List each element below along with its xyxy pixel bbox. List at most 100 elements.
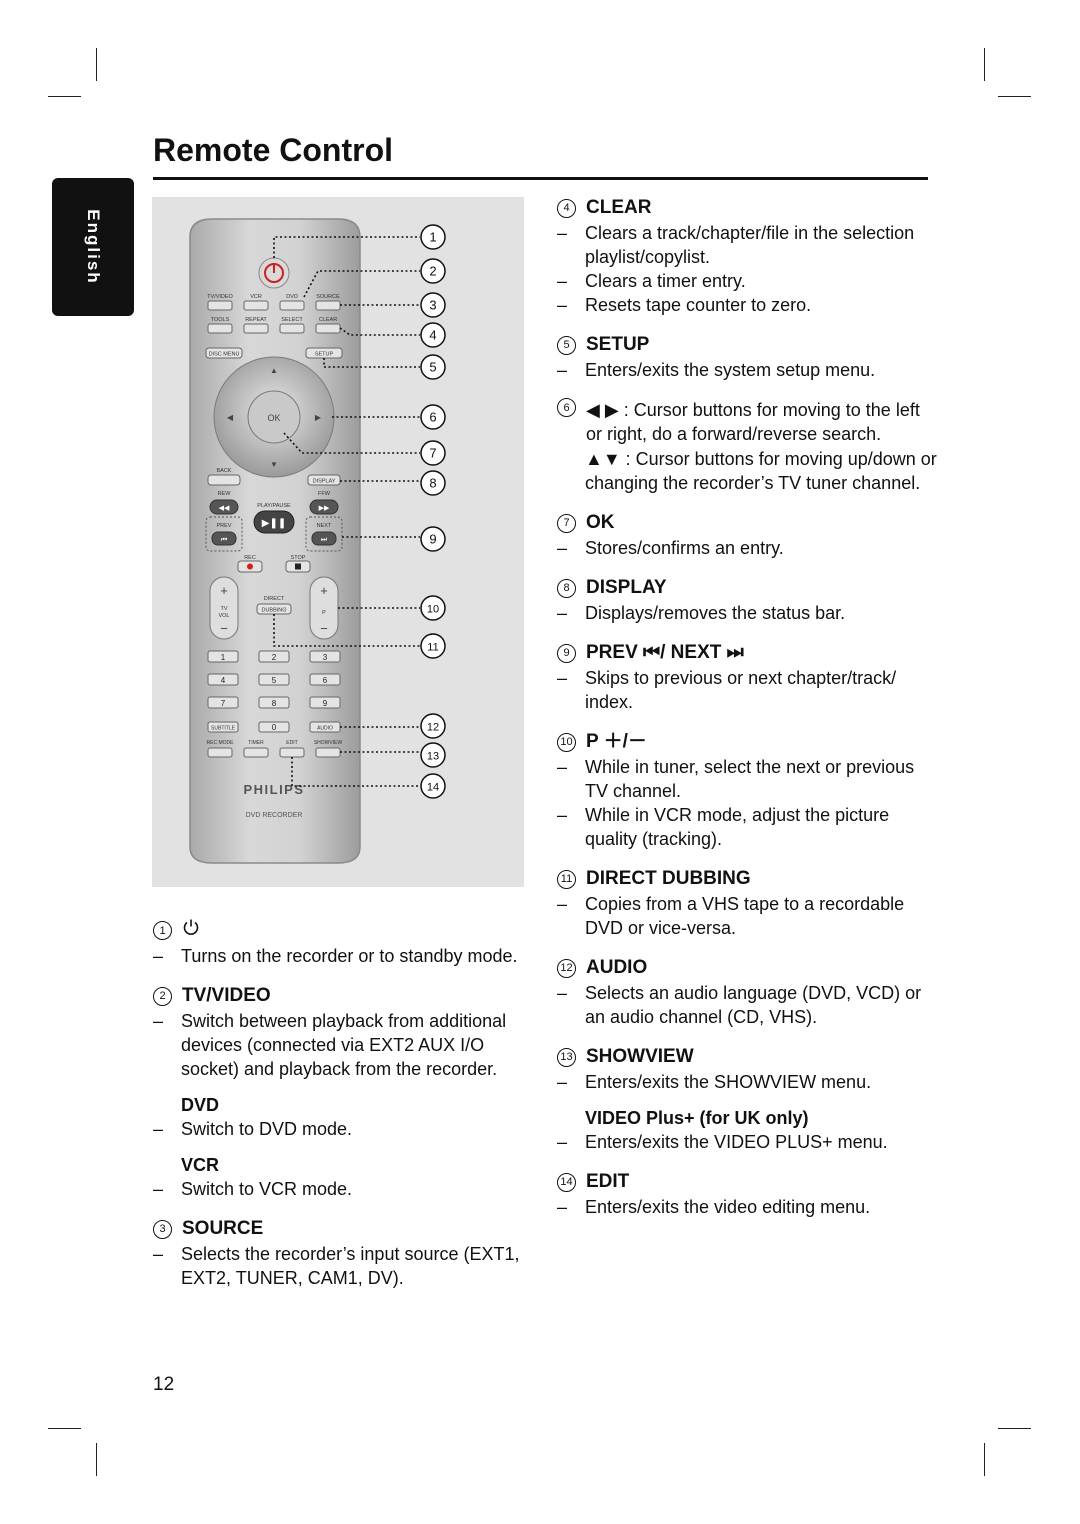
digit-9-button	[309, 696, 341, 709]
page-title: Remote Control	[153, 132, 393, 168]
description-line: Switch to DVD mode.	[153, 1117, 525, 1141]
number-keypad: 1 2 3 4 5 6 7 8 9 SUBTITLE 0 AUDIO	[207, 650, 341, 733]
power-icon	[182, 918, 200, 943]
function-heading: 1	[153, 918, 525, 943]
svg-text:7: 7	[221, 699, 226, 708]
sub-heading: DVD	[181, 1095, 220, 1115]
callout-6: 6	[420, 404, 446, 430]
remote-label-edit: EDIT	[286, 740, 297, 746]
function-title: PREV ⏮/ NEXT ⏭	[586, 642, 744, 663]
description-line: While in VCR mode, adjust the picture qu…	[557, 803, 937, 851]
callout-numbers: 1 2 3 4 5 6 7 8 9 10 11 12 13 14	[420, 224, 446, 799]
model-label: DVD RECORDER	[246, 812, 303, 819]
description-line: Clears a track/chapter/file in the selec…	[557, 221, 937, 269]
description-line: While in tuner, select the next or previ…	[557, 755, 937, 803]
digit-3-button	[309, 650, 341, 663]
repeat-button	[243, 323, 269, 334]
remote-label-stop: STOP	[291, 555, 306, 561]
function-number: 12	[557, 958, 576, 978]
remote-label-rec: REC	[244, 555, 256, 561]
function-title: SETUP	[586, 334, 650, 355]
function-title: DISPLAY	[586, 577, 667, 598]
callout-2: 2	[420, 258, 446, 284]
vcr-button	[243, 300, 269, 311]
function-item: 6◀ ▶ : Cursor buttons for moving to the …	[557, 398, 937, 495]
callout-3: 3	[420, 292, 446, 318]
svg-text:7: 7	[429, 446, 436, 461]
language-label: English	[84, 209, 103, 285]
description-line: Turns on the recorder or to standby mode…	[153, 944, 525, 968]
remote-label-rew: REW	[218, 491, 232, 497]
svg-text:9: 9	[323, 699, 328, 708]
page-number: 12	[153, 1374, 175, 1395]
callout-leaders	[273, 236, 420, 787]
remote-label-ffw: FFW	[318, 491, 331, 497]
remote-label-select: SELECT	[281, 317, 303, 323]
remote-label-direct: DIRECT	[264, 596, 285, 602]
remote-label-vol: VOL	[218, 613, 229, 619]
cursor-left-icon: ◀	[227, 413, 234, 422]
description-line: Selects the recorder’s input source (EXT…	[153, 1242, 525, 1290]
cursor-down-icon: ▼	[270, 460, 278, 469]
description-line: Skips to previous or next chapter/track/…	[557, 666, 937, 714]
next-button	[311, 531, 337, 546]
remote-label-p: P	[322, 610, 326, 616]
description-line: Switch to VCR mode.	[153, 1177, 525, 1201]
cursor-right-icon: ▶	[315, 413, 322, 422]
svg-text:+: +	[320, 583, 328, 598]
function-item: 12AUDIOSelects an audio language (DVD, V…	[557, 956, 937, 1029]
svg-text:5: 5	[429, 360, 436, 375]
function-item: 4CLEARClears a track/chapter/file in the…	[557, 196, 937, 317]
svg-text:4: 4	[221, 676, 226, 685]
svg-text:6: 6	[429, 410, 436, 425]
remote-label-next: NEXT	[317, 523, 332, 529]
function-item: 13SHOWVIEWEnters/exits the SHOWVIEW menu…	[557, 1045, 937, 1154]
function-title: SHOWVIEW	[586, 1046, 694, 1067]
function-item: 14EDITEnters/exits the video editing men…	[557, 1170, 937, 1219]
function-title: CLEAR	[586, 197, 652, 218]
crop-mark	[96, 48, 97, 81]
language-tab: English	[52, 178, 134, 316]
remote-label-repeat: REPEAT	[245, 317, 267, 323]
svg-text:6: 6	[323, 676, 328, 685]
function-item: 5SETUPEnters/exits the system setup menu…	[557, 333, 937, 382]
cursor-up-icon: ▲	[270, 366, 278, 375]
description-line: Switch between playback from additional …	[153, 1009, 525, 1081]
function-item: 10P ＋/－While in tuner, select the next o…	[557, 730, 937, 851]
svg-text:0: 0	[272, 723, 277, 732]
sub-heading: VCR	[181, 1155, 220, 1175]
function-title: SOURCE	[182, 1218, 264, 1239]
display-button	[307, 474, 341, 486]
title-rule	[153, 177, 928, 180]
svg-text:8: 8	[429, 476, 436, 491]
crop-mark	[48, 96, 81, 97]
callout-14: 14	[420, 773, 446, 799]
function-title: DIRECT DUBBING	[586, 868, 751, 889]
function-item: 1Turns on the recorder or to standby mod…	[153, 918, 525, 968]
description-line: Enters/exits the video editing menu.	[557, 1195, 937, 1219]
remote-label-back: BACK	[217, 468, 232, 474]
description-line: Selects an audio language (DVD, VCD) or …	[557, 981, 937, 1029]
crop-mark	[984, 48, 985, 81]
remote-label-audio: AUDIO	[317, 726, 333, 732]
callout-11: 11	[420, 633, 446, 659]
svg-text:2: 2	[272, 653, 277, 662]
remote-label-prev: PREV	[217, 523, 232, 529]
crop-mark	[984, 1443, 985, 1476]
description-line: Enters/exits the system setup menu.	[557, 358, 937, 382]
function-number: 8	[557, 578, 576, 598]
callout-10: 10	[420, 595, 446, 621]
tools-button	[207, 323, 233, 334]
function-item: 7OKStores/confirms an entry.	[557, 511, 937, 560]
svg-text:−: −	[220, 621, 228, 636]
subtitle-button	[207, 721, 239, 733]
volume-rocker	[209, 576, 239, 640]
svg-text:▶▶: ▶▶	[319, 505, 330, 512]
svg-text:⏮: ⏮	[221, 537, 227, 544]
showview-button	[315, 747, 341, 758]
play-pause-button	[253, 510, 295, 534]
